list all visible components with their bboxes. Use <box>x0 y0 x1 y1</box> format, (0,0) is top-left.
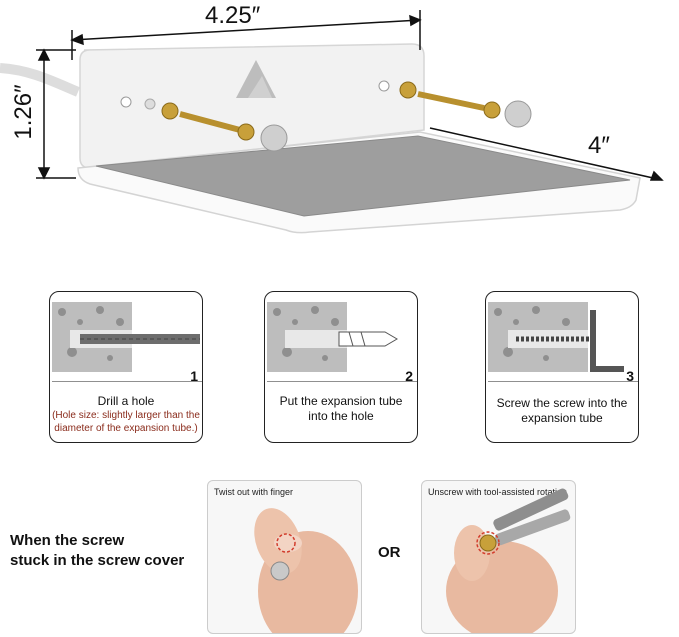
photo-tool-rotation: Unscrew with tool-assisted rotation <box>421 480 576 634</box>
step-caption: expansion tube <box>521 411 603 425</box>
screw-right-icon <box>399 81 532 128</box>
drill-illustration <box>52 302 202 382</box>
depth-dimension-label: 4″ <box>588 132 610 159</box>
step-note: (Hole size: slightly larger than the <box>52 410 200 421</box>
mount-hole-right <box>378 80 390 92</box>
photo-label: Twist out with finger <box>214 487 294 497</box>
mount-hole-left <box>120 96 132 108</box>
step-card-2: 2 Put the expansion tube into the hole <box>264 291 418 443</box>
mountain-logo-icon <box>236 60 276 98</box>
step-number: 3 <box>626 368 634 384</box>
screw-left-icon <box>144 98 288 152</box>
step-caption: Drill a hole <box>97 394 155 408</box>
width-dimension-label: 4.25″ <box>205 2 261 29</box>
cable <box>0 63 80 97</box>
height-dimension-arrow <box>36 48 76 180</box>
step-caption: Put the expansion tube <box>279 394 403 408</box>
width-dimension-arrow <box>70 10 422 60</box>
height-dimension-label: 1.26″ <box>10 84 37 140</box>
depth-dimension-arrow <box>429 127 664 181</box>
photo-label: Unscrew with tool-assisted rotation <box>428 487 568 497</box>
step-number: 2 <box>405 368 413 384</box>
or-label: OR <box>378 544 401 561</box>
step-caption: Screw the screw into the <box>496 396 628 410</box>
step-note: diameter of the expansion tube.) <box>54 423 198 434</box>
stuck-screw-heading-line2: stuck in the screw cover <box>10 552 185 569</box>
shelf-pad <box>95 135 631 217</box>
step-card-3: 3 Screw the screw into the expansion tub… <box>485 291 639 443</box>
shelf-diagram <box>0 10 664 234</box>
screw-in-illustration <box>488 302 638 382</box>
step-caption: into the hole <box>308 409 374 423</box>
step-card-1: 1 Drill a hole (Hole size: slightly larg… <box>49 291 203 443</box>
photo-twist-finger: Twist out with finger <box>207 480 362 634</box>
expansion-tube-illustration <box>267 302 417 382</box>
finger-twist-image <box>254 508 358 633</box>
stuck-screw-heading-line1: When the screw <box>10 532 125 549</box>
tool-rotation-image <box>446 488 571 633</box>
step-number: 1 <box>190 368 198 384</box>
